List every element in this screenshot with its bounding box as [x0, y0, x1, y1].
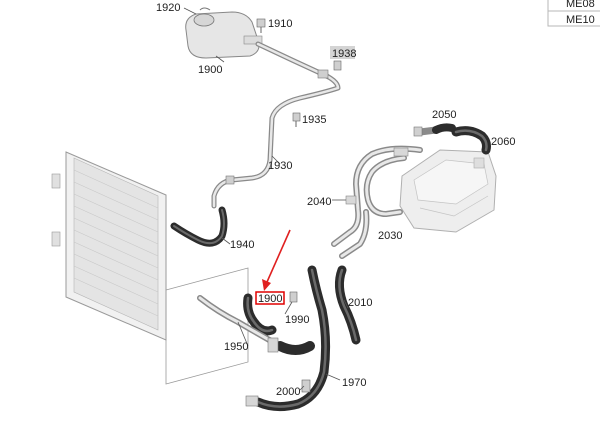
- label-1970: 1970: [342, 377, 366, 389]
- label-1900-mid: 1900: [258, 293, 282, 305]
- part-labels: 1920 1910 1900 1938 1935 1930 2050 2060 …: [156, 2, 515, 398]
- electric-drive-unit: [399, 149, 497, 233]
- hose-1940: [170, 206, 228, 247]
- expansion-tank: [185, 7, 263, 59]
- table-row-2: ME10: [566, 14, 595, 26]
- fitting-1938: [333, 60, 342, 71]
- label-2050: 2050: [432, 109, 456, 121]
- assembly-frame: [165, 267, 249, 385]
- label-1938: 1938: [332, 48, 356, 60]
- fitting-1990: [289, 291, 298, 303]
- fitting-2000: [301, 379, 311, 393]
- label-1900-top: 1900: [198, 64, 222, 76]
- label-2030: 2030: [378, 230, 402, 242]
- label-2000: 2000: [276, 386, 300, 398]
- label-1920: 1920: [156, 2, 180, 14]
- leader-lines: [183, 7, 349, 391]
- red-highlight-box: [255, 291, 285, 305]
- hose-2050: [413, 123, 456, 137]
- red-arrow: [262, 229, 291, 291]
- label-2010: 2010: [348, 297, 372, 309]
- label-1935: 1935: [302, 114, 326, 126]
- label-1938-background: [330, 46, 355, 59]
- hose-2010: [334, 265, 361, 345]
- label-2060: 2060: [491, 136, 515, 148]
- label-1910: 1910: [268, 18, 292, 30]
- label-2040: 2040: [307, 196, 331, 208]
- hose-2060: [451, 126, 491, 155]
- fitting-1910: [256, 18, 266, 33]
- hose-1970: [245, 265, 331, 412]
- radiator: [51, 151, 167, 341]
- model-table: ME08 ME10: [547, 0, 600, 27]
- label-1940: 1940: [230, 239, 254, 251]
- coolant-pipe-1930: [211, 41, 341, 209]
- table-row-1: ME08: [566, 0, 595, 10]
- fitting-1935: [292, 112, 301, 127]
- coolant-pipes-2030: [331, 145, 423, 259]
- label-1950: 1950: [224, 341, 248, 353]
- label-1990: 1990: [285, 314, 309, 326]
- label-1930: 1930: [268, 160, 292, 172]
- hose-1900-mid: [243, 293, 277, 336]
